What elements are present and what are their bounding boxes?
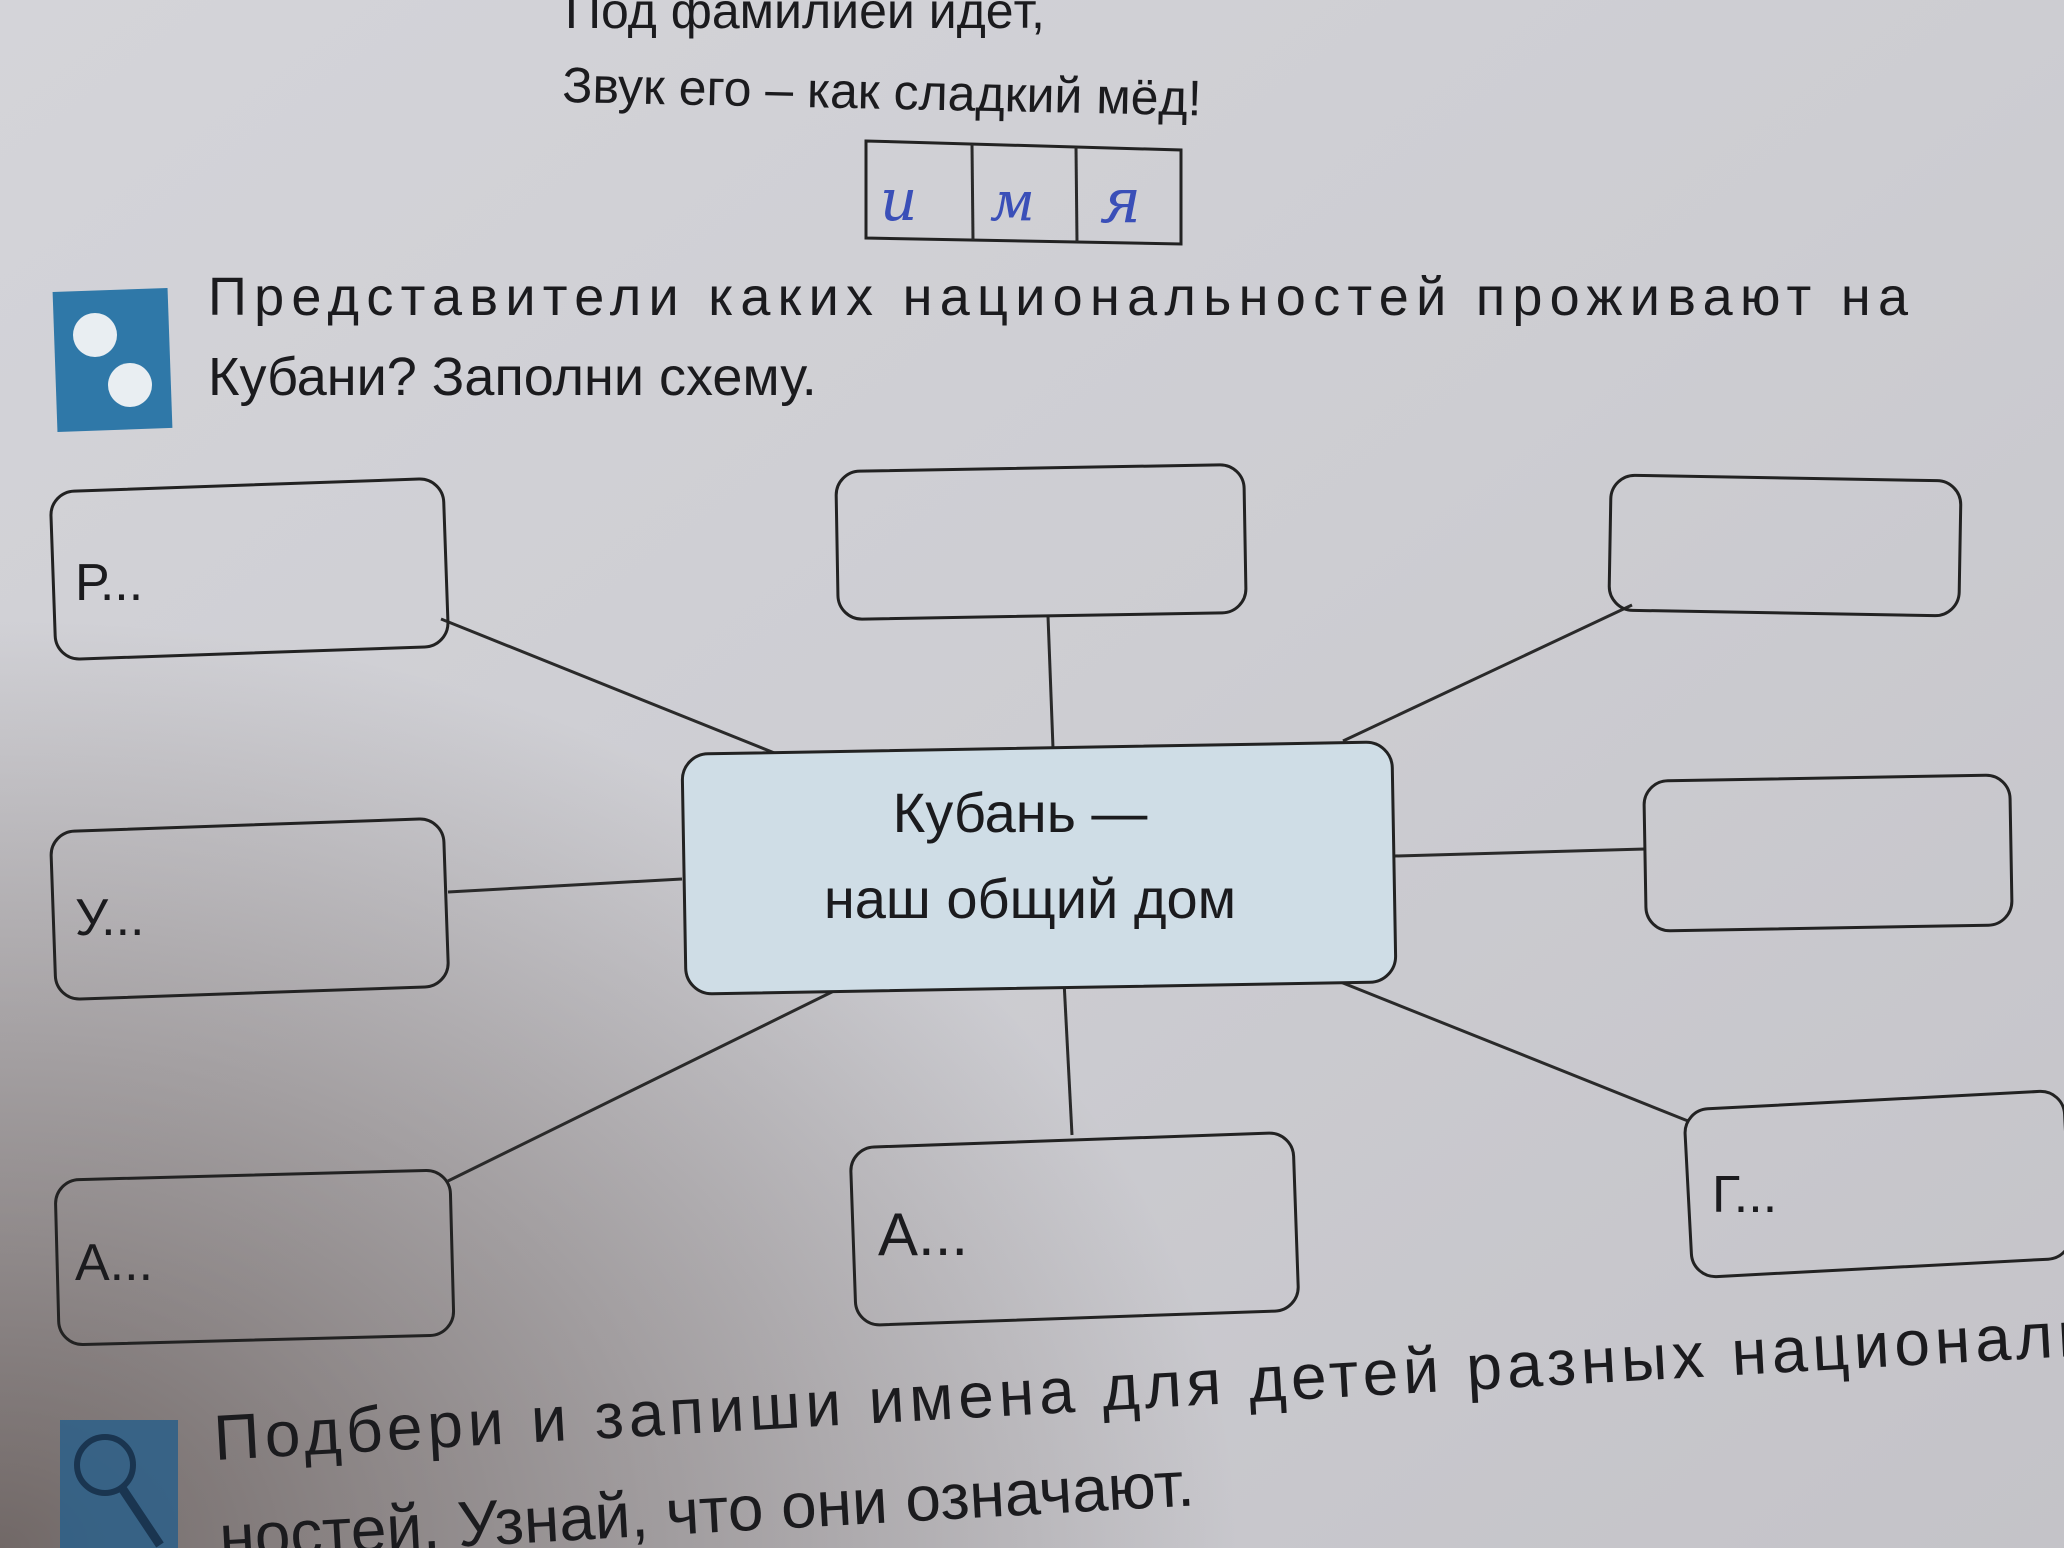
- node-a-middle[interactable]: А...: [849, 1131, 1300, 1327]
- node-label: Г...: [1712, 1166, 1777, 1224]
- answer-cell-2[interactable]: м: [990, 170, 1035, 233]
- poem-line-2: Звук его – как сладкий мёд!: [562, 57, 1202, 126]
- node-top-middle[interactable]: [834, 463, 1248, 621]
- center-line-1: Кубань —: [893, 781, 1148, 844]
- diagram-connectors: [440, 603, 1689, 1183]
- poem-line-1: Под фамилией идёт,: [565, 0, 1045, 39]
- node-r[interactable]: Р...: [49, 477, 450, 661]
- node-label: А...: [75, 1234, 153, 1292]
- center-line-2: наш общий дом: [824, 867, 1236, 930]
- answer-cell-1[interactable]: и: [880, 166, 917, 234]
- center-node: Кубань — наш общий дом: [680, 740, 1398, 996]
- node-label: Р...: [75, 554, 143, 612]
- node-label: А...: [878, 1201, 968, 1268]
- children-icon: [52, 288, 173, 432]
- answer-cell-3[interactable]: я: [1100, 164, 1141, 237]
- node-u[interactable]: У...: [49, 817, 450, 1001]
- node-top-right[interactable]: [1607, 473, 1963, 618]
- node-a-left[interactable]: А...: [54, 1168, 456, 1347]
- node-label: У...: [75, 889, 144, 947]
- node-right-middle[interactable]: [1642, 773, 2014, 933]
- node-g[interactable]: Г...: [1683, 1089, 2064, 1279]
- answer-cells[interactable]: и м я: [864, 139, 1183, 246]
- magnifier-icon: [60, 1420, 178, 1548]
- task1-line-2: Кубани? Заполни схему.: [208, 347, 817, 407]
